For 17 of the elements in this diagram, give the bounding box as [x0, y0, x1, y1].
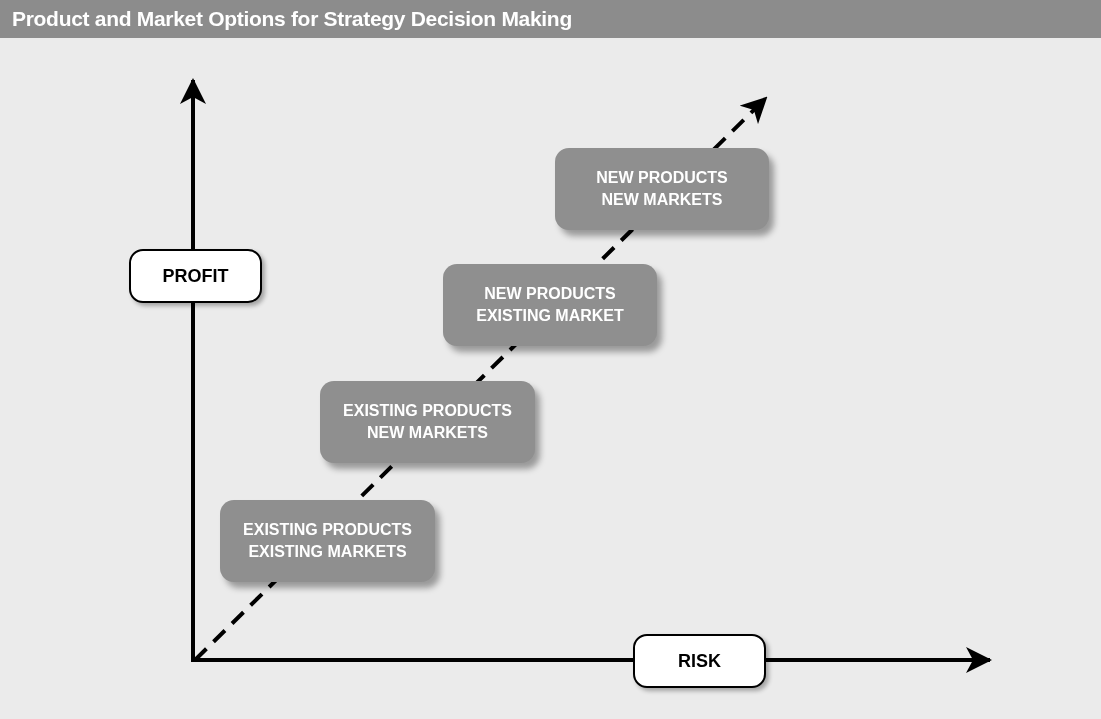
- axis-label: PROFIT: [162, 265, 229, 287]
- option-label: NEW MARKETS: [601, 190, 723, 210]
- title-bar: Product and Market Options for Strategy Decision Making: [0, 0, 1101, 38]
- axis-label-box: [129, 249, 262, 303]
- option-label: NEW MARKETS: [367, 423, 488, 443]
- option-label: EXISTING PRODUCTS: [343, 401, 512, 421]
- option-box: [555, 148, 769, 230]
- axis-label-box: [633, 634, 766, 688]
- option-label: EXISTING MARKET: [476, 306, 624, 326]
- option-box: [220, 500, 435, 582]
- option-label: NEW PRODUCTS: [596, 168, 728, 188]
- option-box: [320, 381, 535, 463]
- option-box: [443, 264, 657, 346]
- option-label: EXISTING PRODUCTS: [243, 520, 412, 540]
- axis-label: RISK: [678, 650, 721, 672]
- option-label: EXISTING MARKETS: [248, 542, 407, 562]
- option-label: NEW PRODUCTS: [484, 284, 616, 304]
